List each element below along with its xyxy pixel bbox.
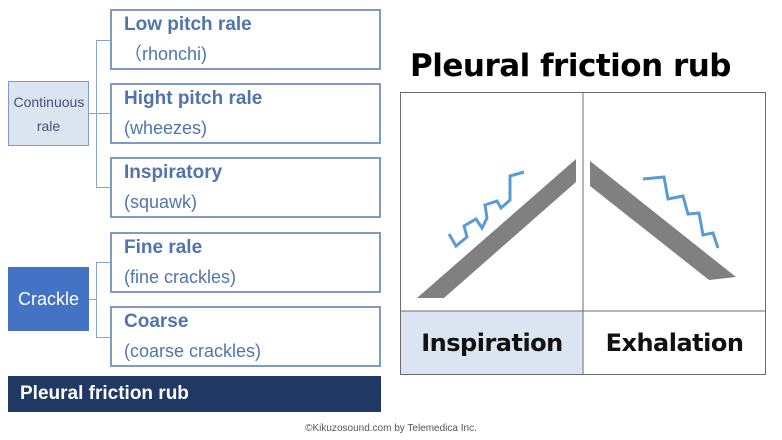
inspiratory-box: Inspiratory (squawk) bbox=[110, 157, 381, 218]
inspiration-label-cell bbox=[401, 311, 583, 374]
crackle-box: Crackle bbox=[8, 267, 89, 331]
type-subtitle: (coarse crackles) bbox=[124, 341, 262, 361]
type-title: Hight pitch rale bbox=[124, 88, 263, 109]
inspiration-label: Inspiration bbox=[421, 328, 563, 357]
exhalation-label: Exhalation bbox=[605, 328, 744, 357]
connector-line bbox=[96, 113, 110, 114]
exhalation-sound-zigzag bbox=[642, 175, 720, 249]
type-subtitle: （rhonchi) bbox=[124, 44, 208, 64]
connector-line bbox=[89, 113, 96, 114]
type-subtitle: (fine crackles) bbox=[124, 267, 237, 287]
page-title: Pleural friction rub bbox=[410, 48, 732, 84]
fine-rale-box: Fine rale (fine crackles) bbox=[110, 232, 381, 293]
inspiration-pleura-wedge bbox=[417, 159, 576, 298]
pleural-friction-rub-bar-label: Pleural friction rub bbox=[20, 383, 189, 404]
copyright-text: ©Kikuzosound.com by Telemedica Inc. bbox=[305, 423, 477, 434]
connector-line bbox=[96, 262, 110, 263]
connector-line bbox=[96, 262, 97, 337]
continuous-rale-box: Continuous rale bbox=[8, 81, 89, 146]
coarse-box: Coarse (coarse crackles) bbox=[110, 306, 381, 367]
type-title: Coarse bbox=[124, 311, 189, 332]
type-subtitle: (squawk) bbox=[124, 192, 198, 212]
inspiration-sound-zigzag bbox=[447, 170, 525, 249]
connector-line bbox=[96, 40, 110, 41]
high-pitch-rale-box: Hight pitch rale (wheezes) bbox=[110, 83, 381, 144]
low-pitch-rale-box: Low pitch rale （rhonchi) bbox=[110, 9, 381, 70]
pleural-friction-rub-bar: Pleural friction rub bbox=[8, 376, 381, 412]
pleural-rub-illustration bbox=[400, 92, 766, 375]
type-subtitle: (wheezes) bbox=[124, 118, 208, 138]
type-title: Inspiratory bbox=[124, 162, 223, 183]
connector-line bbox=[96, 187, 110, 188]
connector-line bbox=[96, 337, 110, 338]
exhalation-pleura-wedge bbox=[590, 161, 736, 280]
type-title: Fine rale bbox=[124, 237, 203, 258]
continuous-rale-label: Continuous rale bbox=[13, 93, 85, 134]
crackle-label: Crackle bbox=[17, 288, 79, 309]
type-title: Low pitch rale bbox=[124, 14, 252, 35]
connector-line bbox=[89, 299, 96, 300]
